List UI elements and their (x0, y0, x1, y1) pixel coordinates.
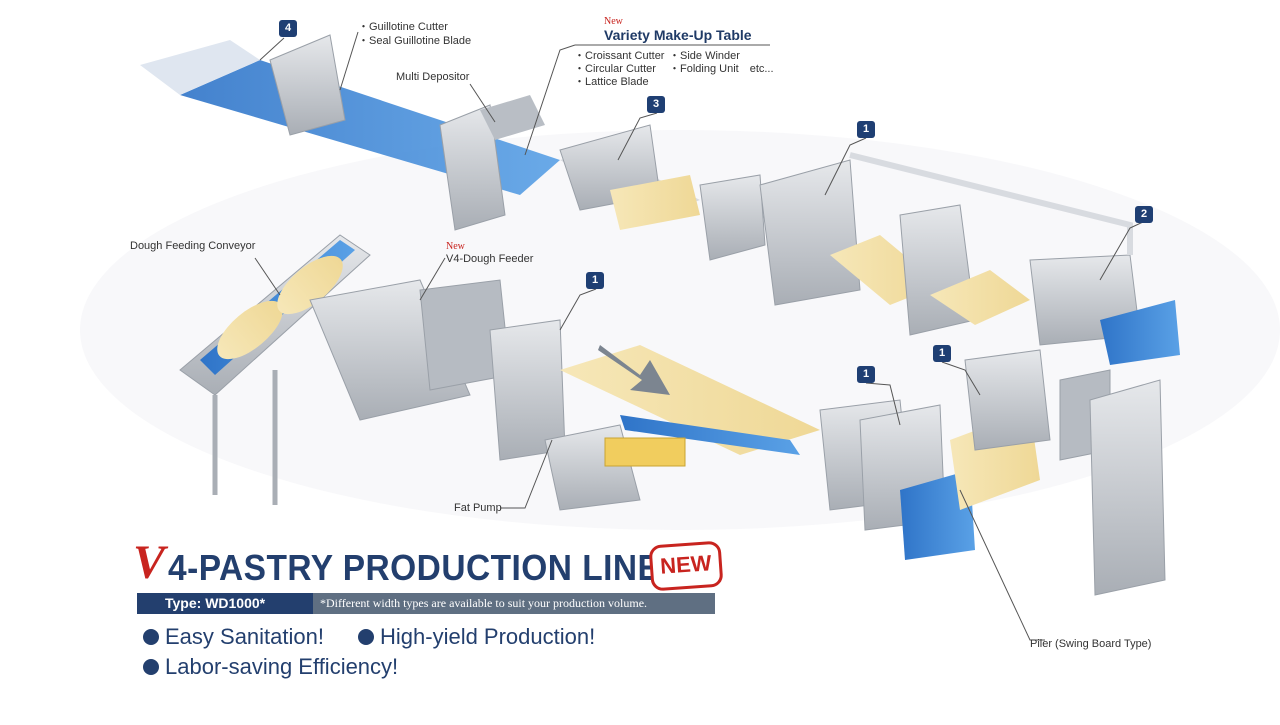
new-tag-dough-feeder: New (446, 241, 465, 252)
bullet-icon (143, 629, 159, 645)
label-circular-cutter: ・Circular Cutter (574, 63, 656, 75)
feature-item: Labor-saving Efficiency! (143, 654, 398, 680)
number-badge: 2 (1135, 206, 1153, 223)
type-note: *Different width types are available to … (320, 596, 648, 610)
title-text: 4-PASTRY PRODUCTION LINE (168, 547, 661, 588)
label-variety-make-up-table: Variety Make-Up Table (604, 27, 752, 43)
number-badge: 1 (586, 272, 604, 289)
label-croissant-cutter: ・Croissant Cutter (574, 50, 665, 62)
label-multi-depositor: Multi Depositor (396, 71, 470, 83)
number-badge: 1 (857, 121, 875, 138)
label-piler: Piler (Swing Board Type) (1030, 638, 1152, 650)
type-bar: Type: WD1000* *Different width types are… (137, 593, 715, 614)
new-tag-variety: New (604, 16, 623, 27)
label-folding-unit: ・Folding Unit etc... (669, 63, 774, 75)
feature-item: Easy Sanitation! (143, 624, 324, 650)
label-lattice-blade: ・Lattice Blade (574, 76, 649, 88)
title-v-letter: V (133, 536, 166, 589)
label-fat-pump: Fat Pump (454, 502, 502, 514)
number-badge: 1 (933, 345, 951, 362)
label-side-winder: ・Side Winder (669, 50, 740, 62)
bullet-icon (358, 629, 374, 645)
label-guillotine-cutter: ・Guillotine Cutter (358, 21, 448, 33)
number-badge: 3 (647, 96, 665, 113)
feature-item: High-yield Production! (358, 624, 595, 650)
label-dough-feeding-conveyor: Dough Feeding Conveyor (130, 240, 256, 252)
label-v4-dough-feeder: V4-Dough Feeder (446, 253, 534, 265)
number-badge: 4 (279, 20, 297, 37)
new-stamp: NEW (648, 540, 724, 592)
label-seal-guillotine-blade: ・Seal Guillotine Blade (358, 35, 472, 47)
number-badge: 1 (857, 366, 875, 383)
bullet-icon (143, 659, 159, 675)
type-label: Type: WD1000* (137, 593, 313, 614)
